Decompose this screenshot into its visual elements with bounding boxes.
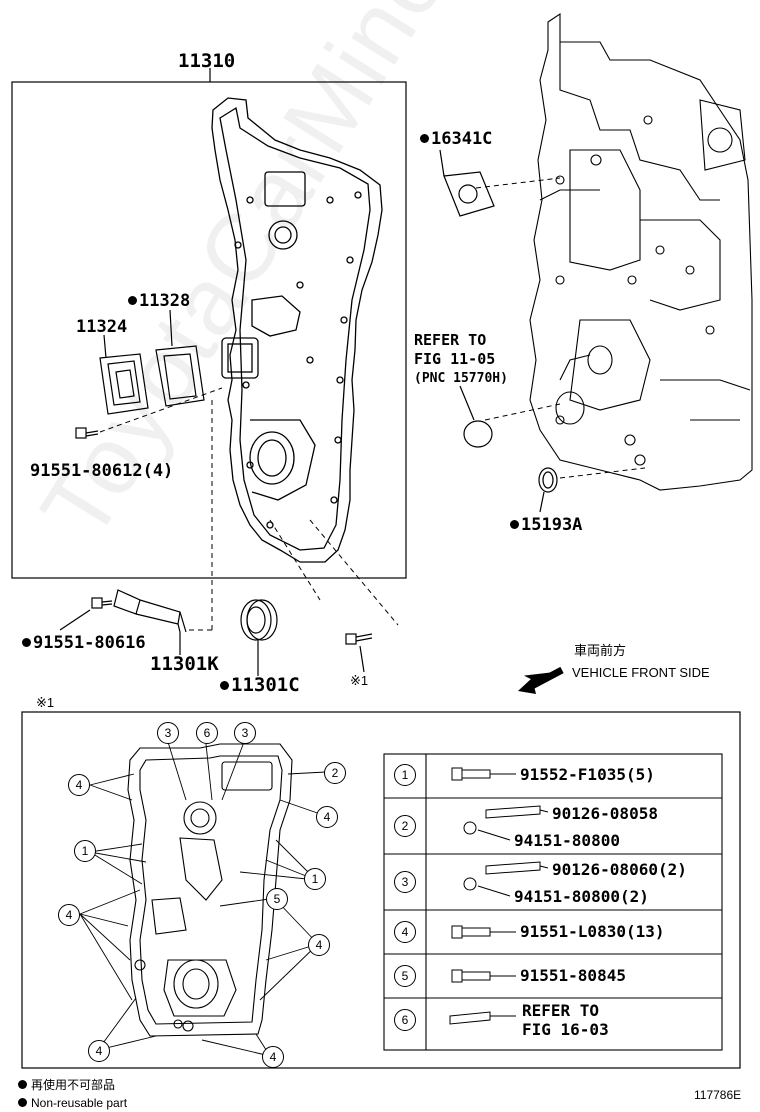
callout-4b: 4 <box>316 806 338 828</box>
vehicle-front-jp: 車両前方 <box>574 643 627 658</box>
oring-15193A-drawing <box>538 467 558 513</box>
refer-line-1: REFER TO <box>414 331 487 349</box>
table-index-3: 3 <box>394 871 416 893</box>
part-label-11324: 11324 <box>76 317 128 337</box>
callout-4c: 4 <box>58 904 80 926</box>
refer-line-3: (PNC 15770H) <box>414 371 508 386</box>
callout-2: 2 <box>324 762 346 784</box>
part-number-91551-80616: 91551-80616 <box>33 633 146 653</box>
part-number-11328: 11328 <box>139 291 191 311</box>
group-frame-11310 <box>11 81 407 579</box>
detail-box-frame <box>21 711 741 1069</box>
detail-cover-drawing <box>127 743 293 1037</box>
engine-block-drawing <box>529 12 753 491</box>
non-reusable-dot-icon <box>220 681 229 690</box>
legend-jp: 再使用不可部品 <box>18 1076 115 1094</box>
part-label-91551-80612: 91551-80612(4) <box>30 461 174 481</box>
non-reusable-dot-icon <box>22 638 31 647</box>
table-part-3a: 90126-08060(2) <box>552 860 687 879</box>
callout-3b: 3 <box>234 722 256 744</box>
table-part-2b: 94151-80800 <box>514 831 620 850</box>
table-part-6b: FIG 16-03 <box>522 1020 609 1039</box>
part-label-16341C: 16341C <box>420 130 492 148</box>
non-reusable-dot-icon <box>510 520 519 529</box>
bolt-table-grid <box>383 753 723 1051</box>
table-part-4: 91551-L0830(13) <box>520 922 665 941</box>
part-label-11301C: 11301C <box>220 674 300 696</box>
legend-en-text: Non-reusable part <box>31 1096 128 1110</box>
callout-6: 6 <box>196 722 218 744</box>
refer-line-2: FIG 11-05 <box>414 350 496 368</box>
callout-1a: 1 <box>74 840 96 862</box>
sensor-11301K-drawing <box>113 589 187 655</box>
legend-jp-text: 再使用不可部品 <box>31 1078 116 1092</box>
cover-11324-drawing <box>99 334 149 415</box>
table-part-3b: 94151-80800(2) <box>514 887 649 906</box>
callout-4d: 4 <box>308 934 330 956</box>
gasket-11328-drawing <box>155 309 205 407</box>
table-index-2: 2 <box>394 815 416 837</box>
table-part-5: 91551-80845 <box>520 966 626 985</box>
part-number-15193A: 15193A <box>521 515 583 535</box>
table-bolt-icons <box>449 767 549 1025</box>
non-reusable-dot-icon <box>18 1080 27 1089</box>
table-part-1: 91552-F1035(5) <box>520 765 655 784</box>
non-reusable-dot-icon <box>420 134 429 143</box>
callout-1b: 1 <box>304 868 326 890</box>
figure-id: 117786E <box>694 1088 742 1102</box>
table-index-1: 1 <box>394 764 416 786</box>
vehicle-front-en: VEHICLE FRONT SIDE <box>572 665 710 680</box>
part-label-91551-80616: 91551-80616 <box>22 634 146 652</box>
timing-cover-drawing <box>211 97 383 563</box>
callout-5: 5 <box>266 888 288 910</box>
callout-3a: 3 <box>157 722 179 744</box>
table-part-2a: 90126-08058 <box>552 804 658 823</box>
part-label-15193A: 15193A <box>510 516 582 534</box>
callout-4a: 4 <box>68 774 90 796</box>
part-number-16341C: 16341C <box>431 129 493 149</box>
callout-4e: 4 <box>88 1040 110 1062</box>
non-reusable-dot-icon <box>18 1098 27 1107</box>
note-mark-bolt: ※1 <box>350 673 369 688</box>
callout-4f: 4 <box>262 1046 284 1068</box>
oring-refer-drawing <box>463 420 493 448</box>
table-index-4: 4 <box>394 921 416 943</box>
non-reusable-dot-icon <box>128 296 137 305</box>
legend-en: Non-reusable part <box>18 1094 127 1112</box>
part-number-11301C: 11301C <box>231 674 300 696</box>
part-label-11328: 11328 <box>128 292 190 310</box>
bolt-91551-80612-drawing <box>75 427 99 439</box>
bolt-note-1-drawing <box>345 633 373 673</box>
part-label-11310: 11310 <box>178 50 236 72</box>
table-part-6a: REFER TO <box>522 1001 600 1020</box>
part-label-11301K: 11301K <box>150 653 219 675</box>
table-index-5: 5 <box>394 965 416 987</box>
detail-note-mark: ※1 <box>36 695 55 710</box>
oil-seal-11301C-drawing <box>240 599 278 676</box>
gasket-16341C-drawing <box>439 149 495 217</box>
table-index-6: 6 <box>394 1009 416 1031</box>
bolt-91551-80616-drawing <box>59 597 113 631</box>
